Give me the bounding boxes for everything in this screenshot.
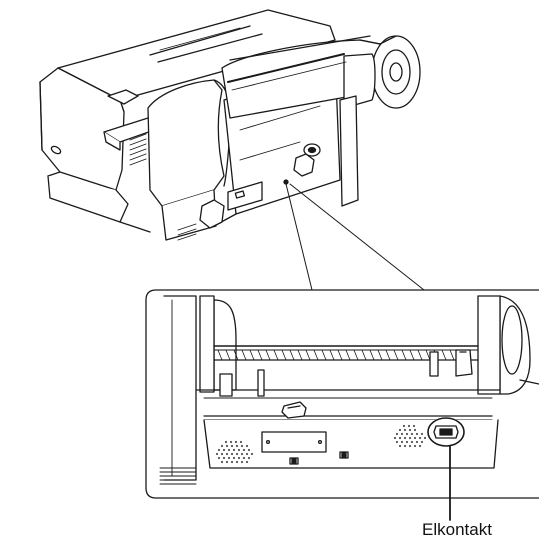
inset-side-vent (159, 467, 197, 485)
bottom-vent (177, 223, 197, 241)
vent-grill-left (215, 440, 254, 464)
detail-inset (145, 289, 539, 499)
power-inlet (427, 417, 465, 447)
power-inlet-label: Elkontakt (422, 520, 492, 539)
side-vent (129, 133, 147, 166)
zoom-callout-lines (285, 183, 425, 291)
printer-body (39, 9, 421, 241)
feed-slot-hatch (217, 349, 455, 361)
vent-grill-right (393, 424, 427, 448)
